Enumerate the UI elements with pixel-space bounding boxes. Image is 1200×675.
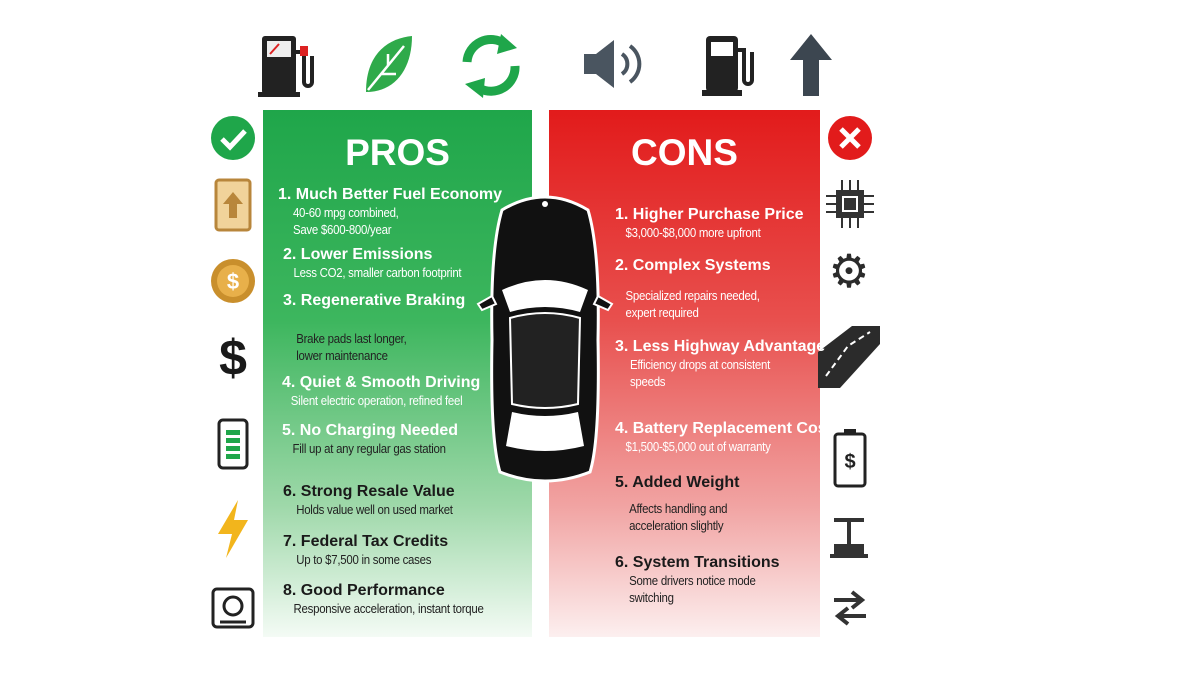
pro-desc: Fill up at any regular gas station xyxy=(292,441,446,456)
con-title: 5. Added Weight xyxy=(615,474,740,491)
gas-pump-icon xyxy=(700,32,756,98)
pro-title: 6. Strong Resale Value xyxy=(283,483,455,500)
lightning-icon xyxy=(214,498,252,560)
con-item: 4. Battery Replacement Cost $1,500-$5,000… xyxy=(615,420,832,455)
svg-text:$: $ xyxy=(844,451,855,473)
car-top-view-icon xyxy=(472,190,618,490)
pro-title: 5. No Charging Needed xyxy=(282,422,459,439)
pro-title: 1. Much Better Fuel Economy xyxy=(278,186,503,203)
x-mark-icon xyxy=(827,115,873,161)
gear-icon: ⚙ xyxy=(828,245,870,297)
con-desc: Some drivers notice mode switching xyxy=(629,573,756,605)
road-icon xyxy=(818,322,880,388)
con-title: 6. System Transitions xyxy=(615,554,780,571)
fuel-gauge-pump-icon xyxy=(258,32,314,98)
up-arrow-icon xyxy=(788,32,834,98)
swap-arrows-icon xyxy=(830,586,870,630)
chip-icon xyxy=(824,178,876,230)
con-title: 2. Complex Systems xyxy=(615,257,771,274)
checkmark-icon xyxy=(210,115,256,161)
pros-panel: PROS 1. Much Better Fuel Economy 40-60 mp… xyxy=(263,110,532,637)
pro-desc: Brake pads last longer, lower maintenanc… xyxy=(296,331,407,363)
pro-desc: 40-60 mpg combined, Save $600-800/year xyxy=(292,205,399,237)
con-desc: Specialized repairs needed, expert requi… xyxy=(625,288,760,320)
con-desc: $1,500-$5,000 out of warranty xyxy=(625,439,771,454)
scroll-up-icon xyxy=(212,178,254,232)
pro-title: 3. Regenerative Braking xyxy=(283,292,466,309)
pro-item: 7. Federal Tax Credits Up to $7,500 in so… xyxy=(283,533,451,568)
pro-desc: Holds value well on used market xyxy=(296,502,453,517)
con-desc: Affects handling and acceleration slight… xyxy=(629,501,728,533)
weight-icon xyxy=(828,516,870,560)
pro-desc: Less CO2, smaller carbon footprint xyxy=(293,265,462,280)
pro-desc: Silent electric operation, refined feel xyxy=(290,393,463,408)
cons-title: CONS xyxy=(631,132,738,173)
recycle-icon xyxy=(455,32,525,98)
camera-icon xyxy=(210,586,256,630)
pro-item: 1. Much Better Fuel Economy 40-60 mpg com… xyxy=(278,186,502,238)
con-desc: Efficiency drops at consistent speeds xyxy=(629,357,770,389)
pro-title: 7. Federal Tax Credits xyxy=(283,533,449,550)
pro-desc: Responsive acceleration, instant torque xyxy=(293,601,484,616)
con-desc: $3,000-$8,000 more upfront xyxy=(625,225,761,240)
pro-title: 4. Quiet & Smooth Driving xyxy=(282,374,481,391)
battery-dollar-icon: $ xyxy=(832,428,868,488)
pros-title: PROS xyxy=(345,132,450,173)
svg-text:$: $ xyxy=(227,269,239,294)
phone-battery-icon xyxy=(216,418,250,470)
con-title: 4. Battery Replacement Cost xyxy=(615,420,832,437)
pro-title: 2. Lower Emissions xyxy=(283,246,433,263)
pro-title: 8. Good Performance xyxy=(283,582,445,599)
con-title: 3. Less Highway Advantage xyxy=(615,338,826,355)
coin-icon: $ xyxy=(210,258,256,304)
speaker-icon xyxy=(580,36,650,92)
con-item: 1. Higher Purchase Price $3,000-$8,000 mo… xyxy=(615,206,804,241)
pro-desc: Up to $7,500 in some cases xyxy=(296,552,432,567)
leaf-icon xyxy=(360,32,416,98)
dollar-icon: $ xyxy=(219,330,247,386)
con-title: 1. Higher Purchase Price xyxy=(615,206,804,223)
